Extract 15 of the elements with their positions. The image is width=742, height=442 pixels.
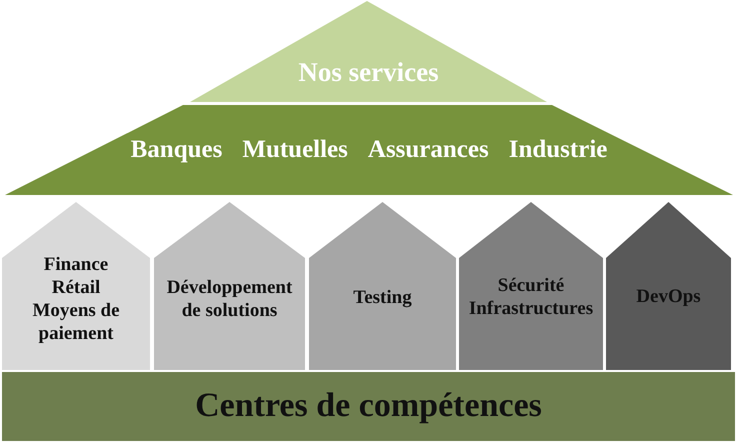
foundation-title: Centres de compétences xyxy=(195,386,542,426)
pillar-label: Sécurité xyxy=(498,275,564,298)
sector-label: Industrie xyxy=(508,135,608,165)
pillar-label: Rétail xyxy=(52,277,100,300)
sector-label: Banques xyxy=(130,135,222,165)
foundation-bar xyxy=(2,372,735,441)
sector-label: Mutuelles xyxy=(242,135,348,165)
pillar-label: Moyens de paiement xyxy=(31,300,121,346)
pillar-label: Finance xyxy=(44,254,108,278)
pillar-label: DevOps xyxy=(636,286,701,308)
pillar-label: Testing xyxy=(353,286,412,310)
pillar-label: Infrastructures xyxy=(468,298,594,321)
roof-title: Nos services xyxy=(298,56,439,88)
pillar-label: Développement de solutions xyxy=(166,277,294,323)
sector-label: Assurances xyxy=(368,135,489,165)
